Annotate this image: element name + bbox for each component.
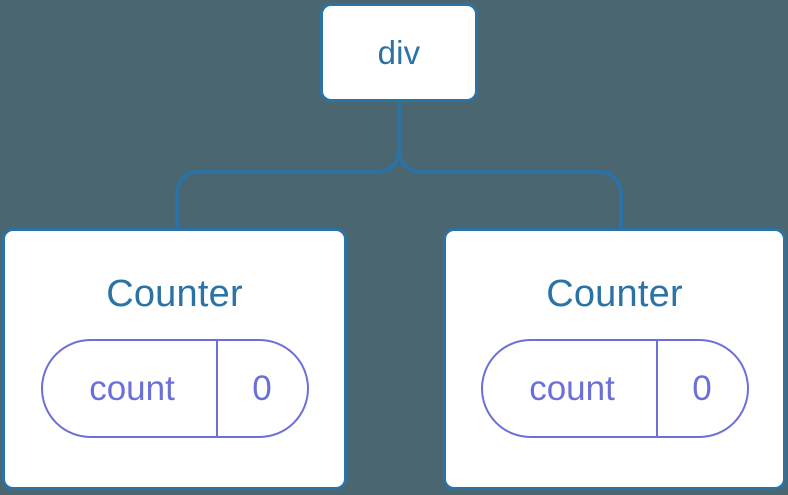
state-value-right: 0 <box>655 341 747 436</box>
tree-node-div[interactable]: div <box>320 3 478 102</box>
tree-node-counter-left-label: Counter <box>106 273 243 315</box>
connector-to-right-child <box>397 149 623 230</box>
state-value-left: 0 <box>215 341 307 436</box>
state-key-left: count <box>89 369 175 408</box>
state-badge-right[interactable]: count 0 <box>480 339 749 438</box>
tree-node-counter-right-label: Counter <box>546 273 683 315</box>
connector-to-left-child <box>175 149 401 230</box>
tree-node-div-label: div <box>377 34 421 71</box>
tree-node-counter-left[interactable]: Counter count 0 <box>2 228 347 490</box>
state-key-right: count <box>529 369 615 408</box>
state-badge-left[interactable]: count 0 <box>40 339 309 438</box>
tree-node-counter-right[interactable]: Counter count 0 <box>443 228 786 490</box>
